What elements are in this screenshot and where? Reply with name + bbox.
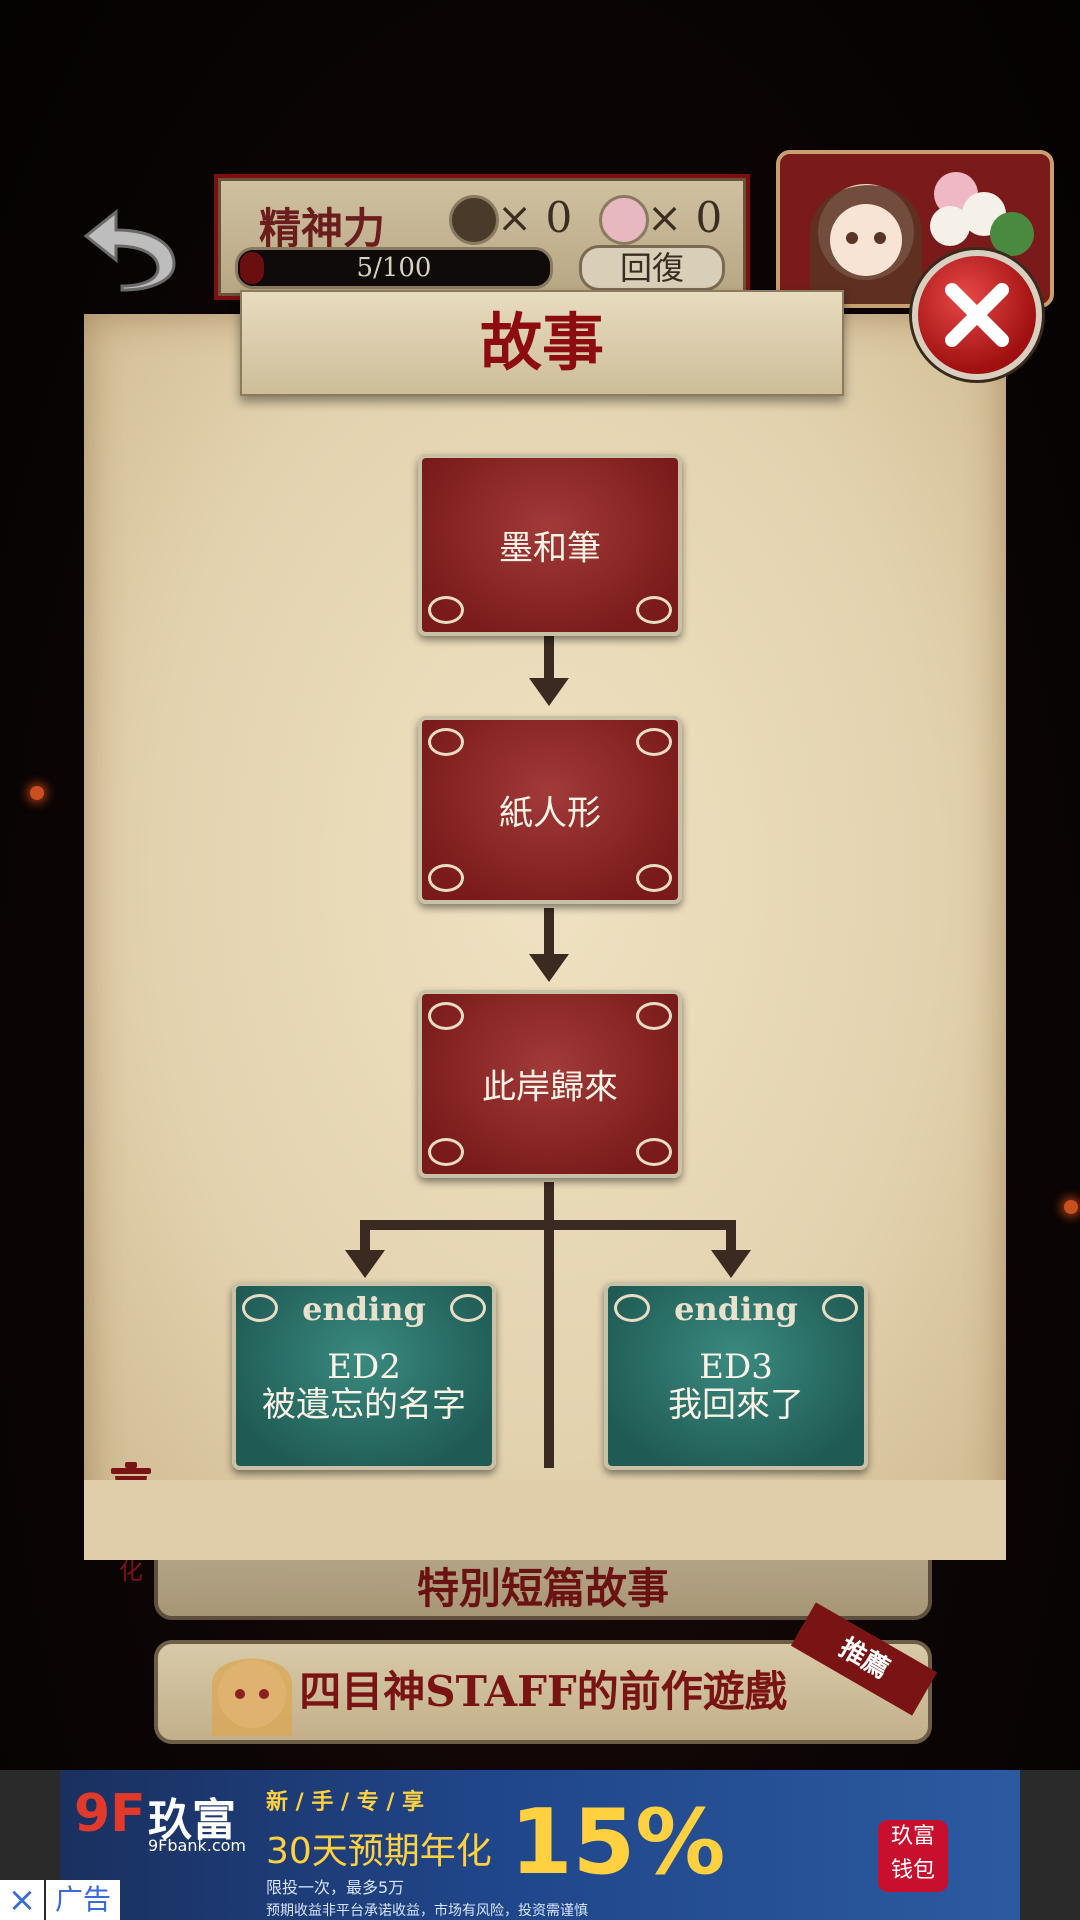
dango-item-icon [599, 195, 649, 245]
ad-headline: 新 / 手 / 专 / 享 [266, 1790, 425, 1815]
connector-arrow [529, 954, 569, 982]
stamina-bar-fill [240, 252, 264, 284]
eye-ornament-icon [242, 1294, 278, 1322]
connector-arrow [529, 678, 569, 706]
avatar-illustration [810, 172, 1034, 304]
special-story-label: 特別短篇故事 [416, 1564, 669, 1613]
prequel-game-label: 四目神STAFF的前作遊戲 [299, 1667, 787, 1716]
eye-ornament-icon [822, 1294, 858, 1322]
chapter-card[interactable]: 紙人形 [418, 716, 682, 904]
chapter-title: 此岸歸來 [482, 1067, 618, 1108]
ending-tag: ending [302, 1290, 426, 1328]
chapter-card[interactable]: 此岸歸來 [418, 990, 682, 1178]
eye-ornament-icon [428, 728, 464, 756]
ending-title: 我回來了 [668, 1385, 804, 1425]
connector-line [544, 632, 554, 682]
ad-brand: 玖富 [148, 1795, 236, 1846]
ending-label: ED2 被遺忘的名字 [236, 1348, 492, 1424]
ad-offer: 30天预期年化 [266, 1831, 492, 1872]
eye-ornament-icon [428, 596, 464, 624]
ending-code: ED2 [327, 1347, 401, 1387]
ending-code: ED3 [699, 1347, 773, 1387]
close-button[interactable] [912, 250, 1042, 380]
stamina-bar: 5/100 [235, 247, 553, 289]
story-title-banner: 故事 [240, 290, 844, 396]
chapter-card[interactable]: 墨和筆 [418, 454, 682, 636]
ending-title: 被遺忘的名字 [262, 1385, 466, 1425]
character-avatar[interactable] [776, 150, 1054, 308]
eye-ornament-icon [614, 1294, 650, 1322]
drink-item-icon [449, 195, 499, 245]
back-arrow-icon[interactable] [82, 206, 178, 292]
ember-particle [30, 786, 44, 800]
ad-rate: 15% [510, 1790, 726, 1895]
eye-ornament-icon [428, 1002, 464, 1030]
girl-portrait-icon [212, 1658, 292, 1736]
spirit-panel: 精神力 × 0 × 0 5/100 回復 [218, 178, 746, 296]
eye-ornament-icon [636, 864, 672, 892]
close-icon [945, 283, 1009, 347]
drink-item-count: × 0 [497, 193, 573, 242]
connector-line [726, 1220, 736, 1256]
chapter-title: 墨和筆 [499, 528, 601, 569]
story-title: 故事 [479, 306, 604, 379]
ending-card[interactable]: ending ED2 被遺忘的名字 [232, 1282, 496, 1470]
ad-tag-label: 广告 [46, 1880, 120, 1920]
ad-close-button[interactable]: × [0, 1880, 44, 1920]
ad-limit: 限投一次，最多5万 [266, 1878, 405, 1897]
chapter-title: 紙人形 [499, 793, 601, 834]
eye-ornament-icon [636, 1138, 672, 1166]
eye-ornament-icon [636, 596, 672, 624]
ember-particle [1064, 1200, 1078, 1214]
eye-ornament-icon [636, 728, 672, 756]
connector-line [544, 908, 554, 958]
connector-arrow [711, 1250, 751, 1278]
story-panel-overlap [84, 1480, 1006, 1560]
prequel-game-button[interactable]: 四目神STAFF的前作遊戲 推薦 [154, 1602, 938, 1744]
stamina-text: 5/100 [356, 253, 432, 283]
ad-side-right [1020, 1770, 1080, 1920]
ad-wallet-badge: 玖富 钱包 [878, 1820, 948, 1892]
ending-tag: ending [674, 1290, 798, 1328]
connector-line [360, 1220, 370, 1256]
eye-ornament-icon [428, 864, 464, 892]
ending-card[interactable]: ending ED3 我回來了 [604, 1282, 868, 1470]
ending-label: ED3 我回來了 [608, 1348, 864, 1424]
spirit-label: 精神力 [259, 204, 386, 253]
ad-banner[interactable]: 9F 玖富 9Fbank.com 新 / 手 / 专 / 享 30天预期年化 1… [60, 1770, 1020, 1920]
ad-logo: 9F [74, 1784, 146, 1844]
eye-ornament-icon [428, 1138, 464, 1166]
eye-ornament-icon [636, 1002, 672, 1030]
ad-disclaimer: 预期收益非平台承诺收益，市场有风险，投资需谨慎 [266, 1903, 588, 1919]
recover-button[interactable]: 回復 [579, 245, 725, 291]
eye-ornament-icon [450, 1294, 486, 1322]
ad-domain: 9Fbank.com [148, 1836, 247, 1855]
connector-line [544, 1182, 554, 1468]
dango-item-count: × 0 [647, 193, 723, 242]
connector-arrow [345, 1250, 385, 1278]
connector-line [360, 1220, 736, 1230]
